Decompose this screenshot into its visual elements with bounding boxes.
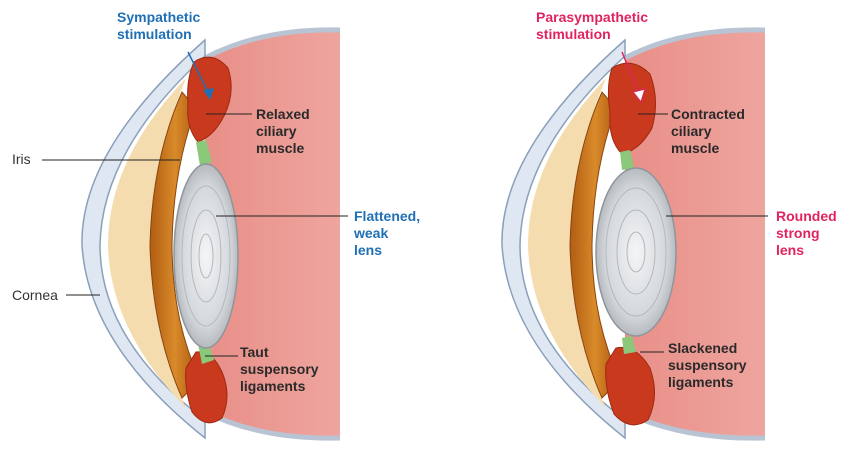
right-lens (596, 168, 676, 336)
left-lens (174, 164, 238, 348)
relaxed-ciliary-muscle-label: Relaxed ciliary muscle (256, 106, 310, 157)
cornea-label: Cornea (12, 287, 58, 304)
slackened-ligaments-label: Slackened suspensory ligaments (668, 340, 747, 391)
sympathetic-stimulation-label: Sympathetic stimulation (117, 9, 200, 43)
iris-label: Iris (12, 151, 31, 168)
rounded-lens-label: Rounded strong lens (776, 208, 837, 259)
flattened-lens-label: Flattened, weak lens (354, 208, 420, 259)
taut-ligaments-label: Taut suspensory ligaments (240, 344, 319, 395)
contracted-ciliary-muscle-label: Contracted ciliary muscle (671, 106, 745, 157)
parasympathetic-stimulation-label: Parasympathetic stimulation (536, 9, 648, 43)
